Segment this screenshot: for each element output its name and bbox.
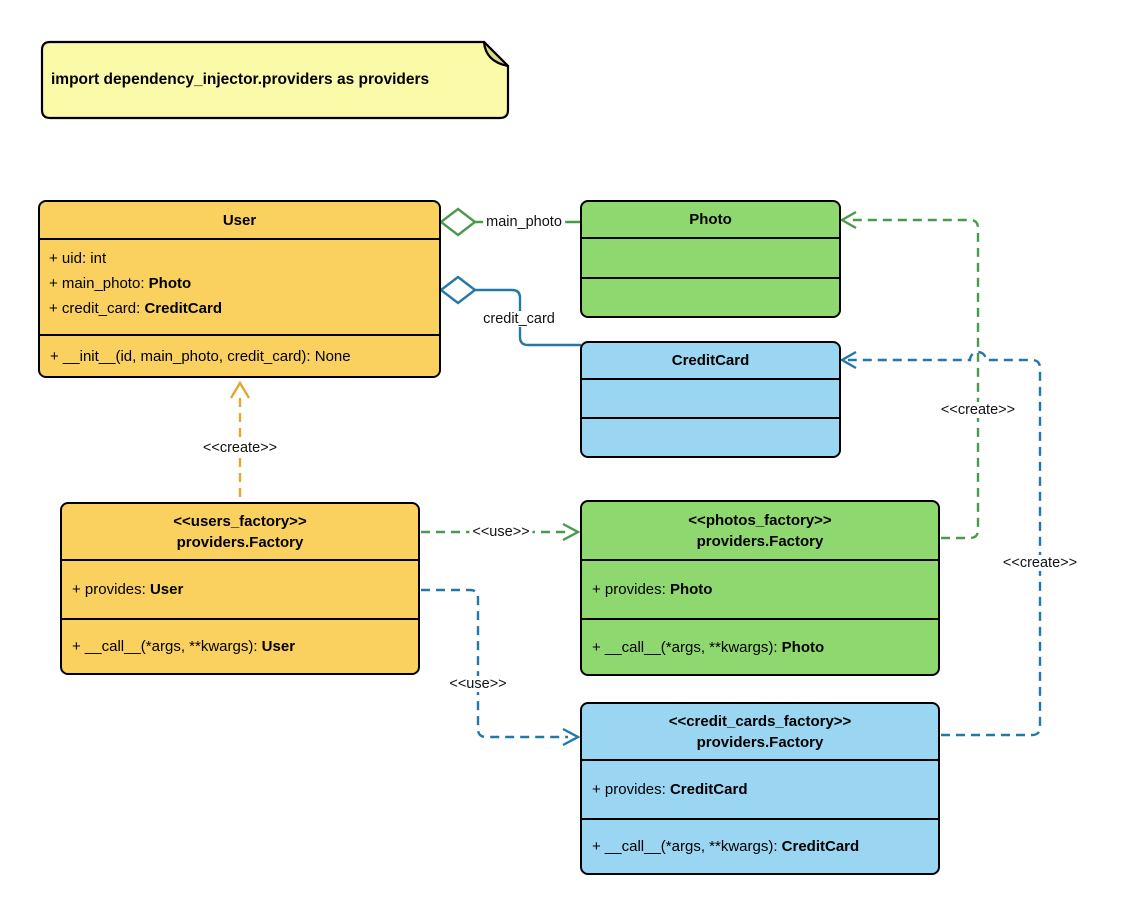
method-row: + __call__(*args, **kwargs): CreditCard [592,838,860,855]
class-creditcard-methods-empty [582,417,839,456]
class-users-factory: <<users_factory>> providers.Factory + pr… [60,502,420,675]
class-user: User + uid: int + main_photo: Photo + cr… [38,200,441,378]
class-photos-factory-title: <<photos_factory>> providers.Factory [688,511,832,550]
class-user-methods: + __init__(id, main_photo, credit_card):… [40,334,439,376]
class-users-factory-title: <<users_factory>> providers.Factory [173,512,307,551]
stereotype: <<credit_cards_factory>> [668,712,852,730]
class-user-title: User [222,211,257,229]
class-users-factory-attributes: + provides: User [62,559,418,618]
edge-usersfactory-use-ccfactory [421,588,568,739]
aggregation-diamond-photo [439,207,477,237]
note-text: import dependency_injector.providers as … [51,71,430,88]
class-users-factory-methods: + __call__(*args, **kwargs): User [62,618,418,673]
class-photos-factory: <<photos_factory>> providers.Factory + p… [580,500,940,676]
class-photo: Photo [580,200,841,318]
class-photos-factory-methods: + __call__(*args, **kwargs): Photo [582,618,938,674]
class-photo-methods-empty [582,277,839,316]
note-fold-corner [482,40,510,68]
class-credit-cards-factory-methods: + __call__(*args, **kwargs): CreditCard [582,818,938,873]
method-row: + __call__(*args, **kwargs): User [72,638,296,655]
attribute-row: + main_photo: Photo [49,275,192,292]
edge-label-credit-card: credit_card [480,311,558,327]
attribute-row: + provides: Photo [592,581,713,598]
class-creditcard-attributes-empty [582,378,839,417]
edge-label-main-photo: main_photo [483,214,565,230]
method-row: + __call__(*args, **kwargs): Photo [592,638,825,656]
edge-label-create-credit-card: <<create>> [999,555,1081,571]
edge-label-use-photos: <<use>> [469,524,533,540]
note-shape [40,40,510,120]
arrowhead-create-user [229,380,251,399]
edge-label-create-photo: <<create>> [937,402,1019,418]
edge-label-use-credit-cards: <<use>> [446,676,510,692]
arrowhead-create-photo [839,210,857,230]
class-credit-cards-factory-attributes: + provides: CreditCard [582,759,938,818]
class-credit-cards-factory: <<credit_cards_factory>> providers.Facto… [580,702,940,875]
stereotype: <<photos_factory>> [688,511,832,529]
attribute-row: + provides: CreditCard [592,781,748,798]
attribute-row: + uid: int [49,250,107,267]
import-note: import dependency_injector.providers as … [38,38,511,122]
arrowhead-create-creditcard [839,350,857,370]
class-photos-factory-attributes: + provides: Photo [582,559,938,618]
class-creditcard: CreditCard [580,341,841,458]
class-creditcard-title: CreditCard [671,352,750,369]
arrowhead-use-creditcards [562,727,581,747]
arrowhead-use-photos [562,522,581,542]
attribute-row: + credit_card: CreditCard [49,300,222,317]
class-credit-cards-factory-title: <<credit_cards_factory>> providers.Facto… [668,712,852,751]
edge-label-create-user: <<create>> [199,440,281,456]
edge-photosfactory-create-photo [848,218,980,540]
class-photo-title: Photo [689,211,732,228]
class-user-attributes: + uid: int + main_photo: Photo + credit_… [40,238,439,334]
aggregation-diamond-creditcard [439,275,477,305]
class-photo-attributes-empty [582,237,839,277]
attribute-row: + provides: User [72,581,184,598]
method-row: + __init__(id, main_photo, credit_card):… [50,347,351,365]
stereotype: <<users_factory>> [173,512,307,530]
